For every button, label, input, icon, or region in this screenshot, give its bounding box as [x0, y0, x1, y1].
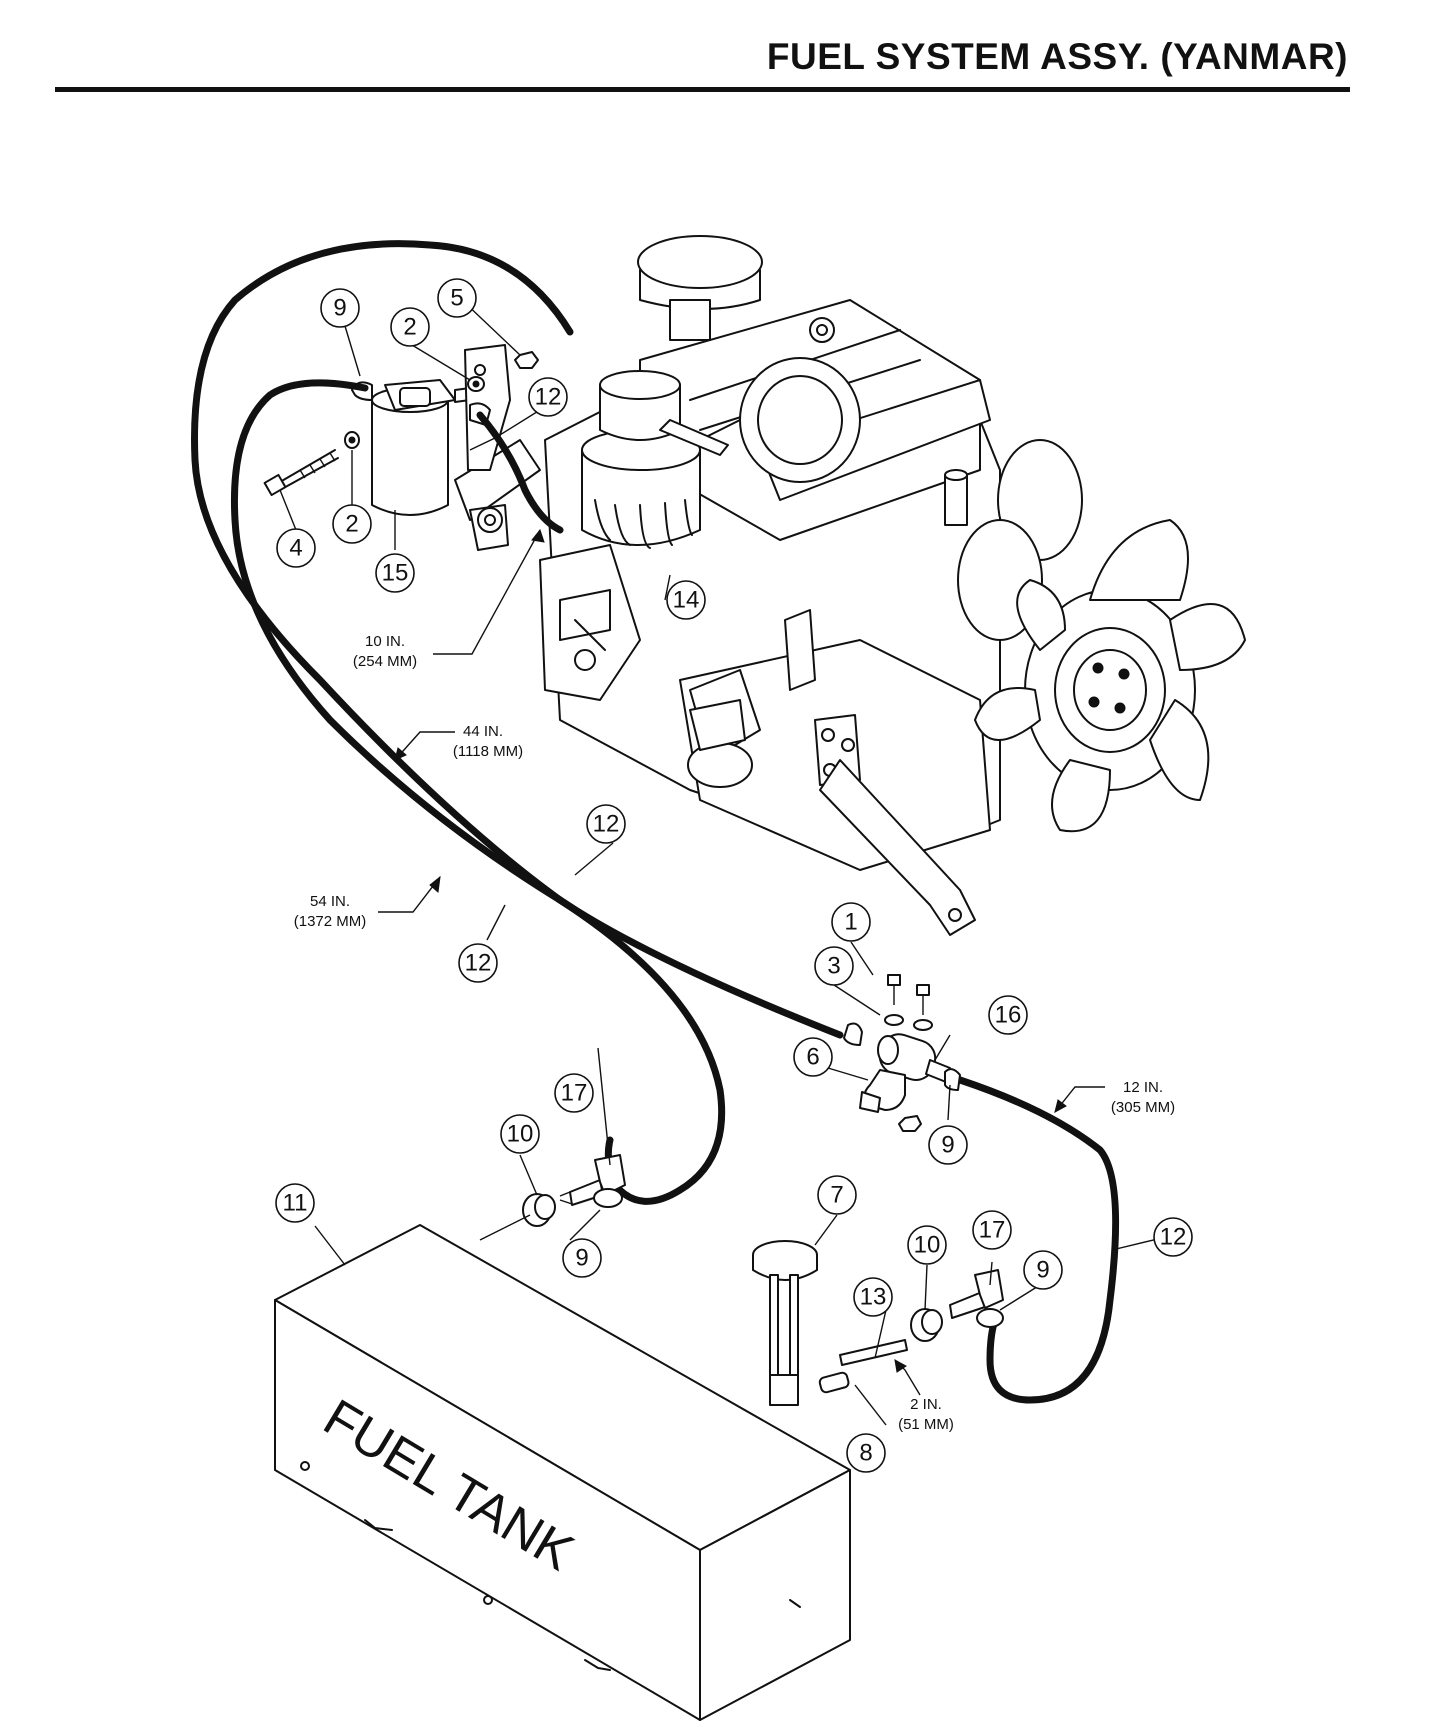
- dim-54in: 54 IN. (1372 MM): [294, 875, 441, 930]
- dim-44in-line2: (1118 MM): [453, 743, 523, 760]
- svg-text:11: 11: [283, 1190, 308, 1217]
- callout-10-left: 10: [500, 1114, 540, 1154]
- callout-5: 5: [437, 278, 477, 318]
- callout-16: 16: [988, 995, 1028, 1035]
- svg-text:13: 13: [860, 1284, 887, 1311]
- dim-44in: 44 IN. (1118 MM): [394, 723, 523, 761]
- dim-12in-line1: 12 IN.: [1123, 1079, 1163, 1096]
- dim-2in: 2 IN. (51 MM): [894, 1359, 954, 1433]
- svg-text:1: 1: [844, 909, 857, 936]
- callout-10-right: 10: [907, 1225, 947, 1265]
- svg-text:4: 4: [289, 535, 302, 562]
- dim-10in-line2: (254 MM): [353, 653, 417, 670]
- svg-text:14: 14: [673, 587, 700, 614]
- svg-text:12: 12: [1160, 1224, 1187, 1251]
- svg-text:9: 9: [1036, 1257, 1049, 1284]
- svg-text:12: 12: [593, 811, 620, 838]
- svg-text:8: 8: [859, 1440, 872, 1467]
- svg-text:12: 12: [535, 384, 562, 411]
- svg-text:15: 15: [382, 560, 409, 587]
- engine-oil-filter: [581, 370, 729, 549]
- callout-7: 7: [817, 1175, 857, 1215]
- callout-8: 8: [846, 1433, 886, 1473]
- callout-12-top: 12: [528, 377, 568, 417]
- callout-6: 6: [793, 1037, 833, 1077]
- dim-44in-line1: 44 IN.: [463, 723, 503, 740]
- callout-14: 14: [666, 580, 706, 620]
- engine: [454, 235, 1246, 936]
- svg-text:9: 9: [941, 1132, 954, 1159]
- dimensions: 10 IN. (254 MM) 44 IN. (1118 MM) 54 IN. …: [294, 528, 1175, 1433]
- dim-54in-line2: (1372 MM): [294, 913, 367, 930]
- svg-text:7: 7: [830, 1182, 843, 1209]
- callout-17-right: 17: [972, 1210, 1012, 1250]
- callout-2-lower: 2: [332, 504, 372, 544]
- callout-13: 13: [853, 1277, 893, 1317]
- svg-text:6: 6: [806, 1044, 819, 1071]
- callout-9-tank-left: 9: [562, 1238, 602, 1278]
- callout-1: 1: [831, 902, 871, 942]
- callout-12-mid: 12: [586, 804, 626, 844]
- svg-text:3: 3: [827, 953, 840, 980]
- svg-text:16: 16: [995, 1002, 1022, 1029]
- svg-text:2: 2: [345, 511, 358, 538]
- callout-3: 3: [814, 946, 854, 986]
- page-title: FUEL SYSTEM ASSY. (YANMAR): [766, 36, 1348, 77]
- dim-2in-line2: (51 MM): [898, 1416, 954, 1433]
- tank-fittings-left: [522, 1154, 626, 1227]
- svg-text:17: 17: [561, 1080, 588, 1107]
- svg-text:12: 12: [465, 950, 492, 977]
- svg-text:10: 10: [507, 1121, 534, 1148]
- dim-54in-line1: 54 IN.: [310, 893, 350, 910]
- fuel-pump: [843, 974, 961, 1132]
- callouts: 9 5 2 12 2 4 15 14 12 12 1 3 16 6 9 17 1…: [275, 278, 1193, 1473]
- callout-12-lower: 12: [458, 943, 498, 983]
- callout-12-right: 12: [1153, 1217, 1193, 1257]
- callout-2-upper: 2: [390, 307, 430, 347]
- callout-9-pump: 9: [928, 1125, 968, 1165]
- cooling-fan: [974, 519, 1246, 833]
- svg-text:9: 9: [575, 1245, 588, 1272]
- svg-text:10: 10: [914, 1232, 941, 1259]
- svg-text:17: 17: [979, 1217, 1006, 1244]
- dim-10in: 10 IN. (254 MM): [353, 528, 545, 670]
- fuel-tank: FUEL TANK: [274, 1224, 851, 1721]
- leader-lines: [279, 299, 1171, 1426]
- dim-2in-line1: 2 IN.: [910, 1396, 942, 1413]
- callout-11: 11: [275, 1183, 315, 1223]
- callout-9-filter: 9: [320, 288, 360, 328]
- callout-15: 15: [375, 553, 415, 593]
- tank-fittings-right: [818, 1269, 1004, 1394]
- svg-text:5: 5: [450, 285, 463, 312]
- callout-9-tank-right: 9: [1023, 1250, 1063, 1290]
- fuel-filter-assembly: [263, 344, 539, 516]
- dim-12in-line2: (305 MM): [1111, 1099, 1175, 1116]
- svg-text:9: 9: [333, 295, 346, 322]
- callout-4: 4: [276, 528, 316, 568]
- svg-text:2: 2: [403, 314, 416, 341]
- dim-10in-line1: 10 IN.: [365, 633, 405, 650]
- callout-17-left: 17: [554, 1073, 594, 1113]
- title-rule: [55, 87, 1350, 92]
- dim-12in: 12 IN. (305 MM): [1054, 1079, 1175, 1116]
